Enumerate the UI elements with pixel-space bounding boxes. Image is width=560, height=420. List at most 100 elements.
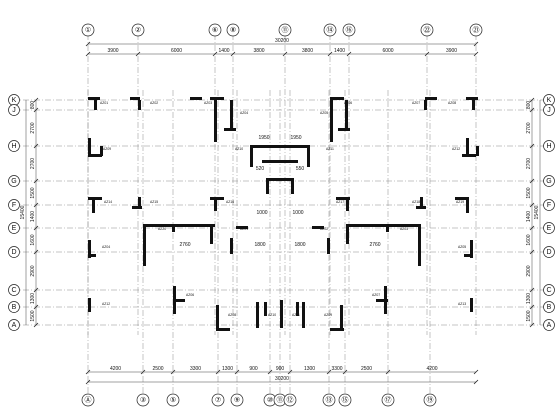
top-total-tick [473, 41, 479, 47]
right-total-text: 15400 [534, 205, 540, 219]
axis-bubble-left [8, 246, 20, 258]
top-total-text: 30200 [275, 38, 289, 44]
bottom-dim-tick [385, 369, 391, 375]
right-dim-text: 1500 [526, 310, 532, 321]
top-dim-text: 3900 [446, 48, 457, 54]
axis-bubble-left [8, 199, 20, 211]
axis-label-right: G [546, 178, 551, 185]
axis-bubble-left [8, 175, 20, 187]
right-dim-text: 1500 [526, 187, 532, 198]
column-tag: AZ11 [292, 313, 300, 317]
axis-label-bottom: ⑨ [234, 396, 240, 404]
axis-bubble-right [543, 284, 555, 296]
top-dim-tick [230, 51, 236, 57]
right-dim-text: 1400 [526, 211, 532, 222]
shear-wall [327, 238, 330, 254]
shear-wall [210, 224, 213, 244]
axis-bubble-top [278, 23, 292, 37]
axis-label-right: E [547, 225, 552, 232]
column-tag: AZ03 [204, 101, 212, 105]
shear-wall [420, 197, 423, 209]
left-dim-tick [33, 287, 39, 293]
shear-wall [424, 100, 427, 110]
bottom-dim-tick [287, 369, 293, 375]
top-dim-tick [327, 51, 333, 57]
bottom-dim-text: 3300 [331, 366, 342, 372]
bottom-dim-tick [170, 369, 176, 375]
shear-wall [190, 97, 202, 100]
axis-label-right: B [547, 304, 552, 311]
inner-dim-text: 520 [256, 166, 265, 172]
axis-bubble-bottom [136, 393, 150, 407]
inner-dim-text: 1000 [256, 210, 267, 216]
left-dim-text: 1500 [30, 310, 36, 321]
column-tag: AZ07 [372, 293, 380, 297]
column-tag: AZ13 [280, 160, 288, 164]
top-dim-tick [346, 51, 352, 57]
shear-wall [280, 300, 283, 328]
bottom-total-tick [473, 379, 479, 385]
shear-wall [230, 238, 233, 254]
axis-bubble-right [543, 301, 555, 313]
shear-wall [345, 100, 348, 130]
shear-wall [346, 224, 349, 244]
top-dim-text: 6000 [171, 48, 182, 54]
axis-label-top: ㉒ [424, 26, 431, 34]
axis-label-top: ⑧ [230, 26, 236, 34]
bottom-dim-text: 2500 [152, 366, 163, 372]
axis-bubble-right [543, 140, 555, 152]
bottom-dim-text: 3300 [190, 366, 201, 372]
shear-wall [94, 100, 97, 110]
left-dim-tick [33, 143, 39, 149]
axis-label-bottom: ⑫ [287, 396, 294, 404]
axis-bubble-right [543, 222, 555, 234]
axis-bubble-bottom [283, 393, 297, 407]
shear-wall [296, 302, 299, 316]
left-dim-tick [33, 249, 39, 255]
axis-bubble-left [8, 284, 20, 296]
axis-label-left: G [11, 178, 16, 185]
axis-label-bottom: Ⓐ [85, 396, 92, 404]
axis-bubble-right [543, 199, 555, 211]
top-dim-tick [473, 51, 479, 57]
shear-wall [143, 224, 146, 266]
left-dim-text: 2900 [30, 265, 36, 276]
shear-wall [143, 224, 215, 227]
axis-bubble-top [420, 23, 434, 37]
shear-wall [312, 226, 324, 229]
shear-wall [236, 226, 248, 229]
column-tag: AZ09 [324, 313, 332, 317]
column-tag: AZ15 [150, 200, 158, 204]
top-dim-text: 1400 [218, 48, 229, 54]
axis-label-bottom: ⑩ [267, 396, 273, 404]
column-tag: AZ13 [458, 302, 466, 306]
axis-label-right: C [546, 287, 551, 294]
axis-bubble-bottom [211, 393, 225, 407]
axis-label-top: ① [85, 26, 91, 34]
axis-label-left: C [11, 287, 16, 294]
shear-wall [291, 178, 294, 194]
axis-label-left: K [12, 97, 17, 104]
top-dim-tick [212, 51, 218, 57]
axis-bubble-bottom [322, 393, 336, 407]
shear-wall [346, 197, 349, 211]
shear-wall [173, 299, 185, 302]
left-dim-text: 1300 [30, 293, 36, 304]
bottom-dim-text: 900 [276, 366, 285, 372]
axis-label-left: D [11, 249, 16, 256]
right-dim-text: 2700 [526, 122, 532, 133]
shear-wall [472, 100, 475, 110]
shear-wall [92, 197, 95, 213]
axis-label-right: D [546, 249, 551, 256]
axis-label-bottom: ⑤ [170, 396, 176, 404]
column-tag: AZ11 [326, 147, 334, 151]
right-dim-tick [529, 249, 535, 255]
bottom-dim-tick [267, 369, 273, 375]
column-tag: AZ20 [158, 227, 166, 231]
left-dim-tick [33, 202, 39, 208]
shear-wall [340, 305, 343, 331]
column-tag: AZ07 [412, 101, 420, 105]
shear-wall [138, 197, 141, 209]
